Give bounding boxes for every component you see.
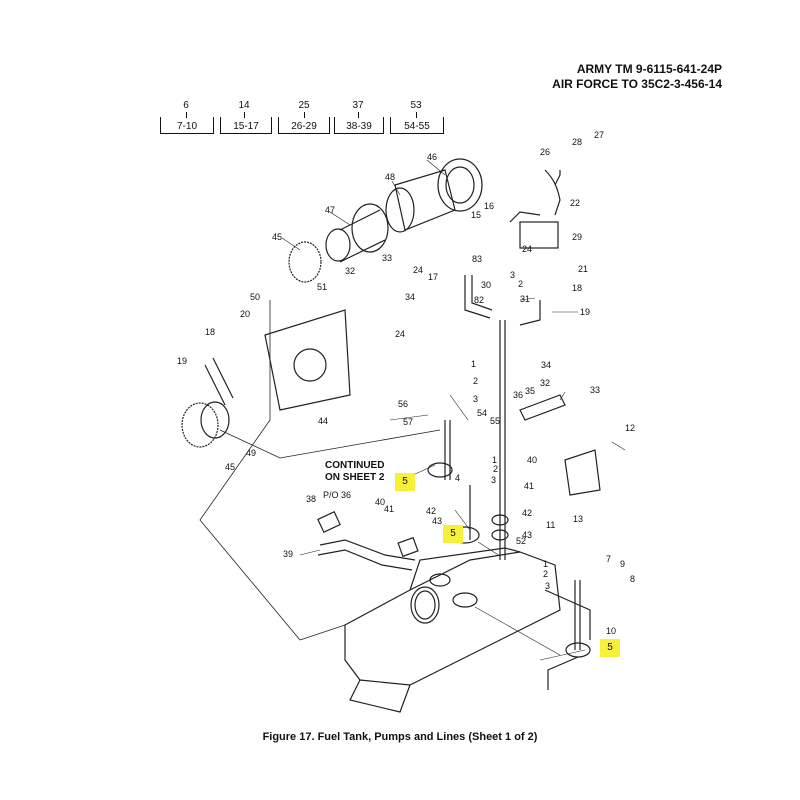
callout-45: 45	[272, 232, 282, 242]
callout-39: 39	[283, 549, 293, 559]
callout-3b: 3	[473, 394, 478, 404]
callout-51: 51	[317, 282, 327, 292]
callout-12: 12	[625, 423, 635, 433]
callout-50: 50	[250, 292, 260, 302]
callout-35: 35	[525, 386, 535, 396]
part-of-label: P/O 36	[323, 490, 352, 500]
callout-40: 40	[527, 455, 537, 465]
index-box-number: 25	[298, 100, 310, 111]
document-id-army: ARMY TM 9-6115-641-24P	[576, 62, 722, 76]
callout-31: 31	[520, 294, 530, 304]
callout-20: 20	[240, 309, 250, 319]
callout-36: 36	[513, 390, 523, 400]
callout-1b: 1	[492, 455, 497, 465]
callout-41: 41	[524, 481, 534, 491]
callout-15: 15	[471, 210, 481, 220]
highlighted-callout-5: 5	[443, 525, 463, 543]
document-id-airforce: AIR FORCE TO 35C2-3-456-14	[552, 77, 722, 91]
callout-34: 34	[405, 292, 415, 302]
callout-2: 2	[518, 279, 523, 289]
callout-13: 13	[573, 514, 583, 524]
highlighted-callout-5: 5	[395, 473, 415, 491]
index-box-number: 37	[352, 100, 364, 111]
callout-45b: 45	[225, 462, 235, 472]
callout-48: 48	[385, 172, 395, 182]
callout-26: 26	[540, 147, 550, 157]
callout-56: 56	[398, 399, 408, 409]
callout-2c: 2	[493, 464, 498, 474]
callout-18b: 18	[205, 327, 215, 337]
index-box-number: 6	[183, 100, 189, 111]
callout-52: 52	[516, 536, 526, 546]
callout-82: 82	[474, 295, 484, 305]
callout-24: 24	[522, 244, 532, 254]
callout-18: 18	[572, 283, 582, 293]
callout-1c: 1	[543, 559, 548, 569]
callout-41b: 41	[384, 504, 394, 514]
callout-9: 9	[620, 559, 625, 569]
callout-44: 44	[318, 416, 328, 426]
callout-2d: 2	[543, 569, 548, 579]
callout-7: 7	[606, 554, 611, 564]
callout-34b: 34	[541, 360, 551, 370]
continued-note: CONTINUED ON SHEET 2	[325, 460, 385, 483]
fuel-tank	[299, 547, 591, 713]
index-box-number: 53	[410, 100, 422, 111]
callout-3d: 3	[545, 581, 550, 591]
callout-47: 47	[325, 205, 335, 215]
callout-24b: 24	[395, 329, 405, 339]
index-box-range: 54-55	[390, 117, 444, 134]
index-box-range: 38-39	[334, 117, 384, 134]
callout-10: 10	[606, 626, 616, 636]
callout-46: 46	[427, 152, 437, 162]
callout-2b: 2	[473, 376, 478, 386]
highlighted-callout-5: 5	[600, 639, 620, 657]
callout-32b: 32	[540, 378, 550, 388]
callout-38: 38	[306, 494, 316, 504]
callout-27: 27	[594, 130, 604, 140]
index-box-range: 26-29	[278, 117, 330, 134]
index-box-range: 15-17	[220, 117, 272, 134]
callout-1: 1	[471, 359, 476, 369]
callout-43b: 43	[432, 516, 442, 526]
callout-40b: 40	[375, 497, 385, 507]
callout-3: 3	[510, 270, 515, 280]
callout-57: 57	[403, 417, 413, 427]
callout-11: 11	[546, 520, 555, 530]
callout-55: 55	[490, 416, 500, 426]
callout-42b: 42	[426, 506, 436, 516]
callout-43: 43	[522, 530, 532, 540]
callout-4: 4	[455, 473, 460, 483]
callout-42: 42	[522, 508, 532, 518]
heater-assembly	[288, 158, 483, 283]
callout-28: 28	[572, 137, 582, 147]
callout-29: 29	[572, 232, 582, 242]
callout-30: 30	[481, 280, 491, 290]
callout-17: 17	[428, 272, 438, 282]
callout-19b: 19	[177, 356, 187, 366]
callout-3c: 3	[491, 475, 496, 485]
callout-83: 83	[472, 254, 482, 264]
callout-32: 32	[345, 266, 355, 276]
callout-19: 19	[580, 307, 590, 317]
callout-16: 16	[484, 201, 494, 211]
callout-21: 21	[578, 264, 588, 274]
callout-24c: 24	[413, 265, 423, 275]
callout-8: 8	[630, 574, 635, 584]
index-box-range: 7-10	[160, 117, 214, 134]
callout-22: 22	[570, 198, 580, 208]
callout-54: 54	[477, 408, 487, 418]
callout-33b: 33	[590, 385, 600, 395]
figure-caption: Figure 17. Fuel Tank, Pumps and Lines (S…	[262, 731, 538, 743]
callout-49: 49	[246, 448, 256, 458]
index-box-number: 14	[238, 100, 250, 111]
callout-33: 33	[382, 253, 392, 263]
